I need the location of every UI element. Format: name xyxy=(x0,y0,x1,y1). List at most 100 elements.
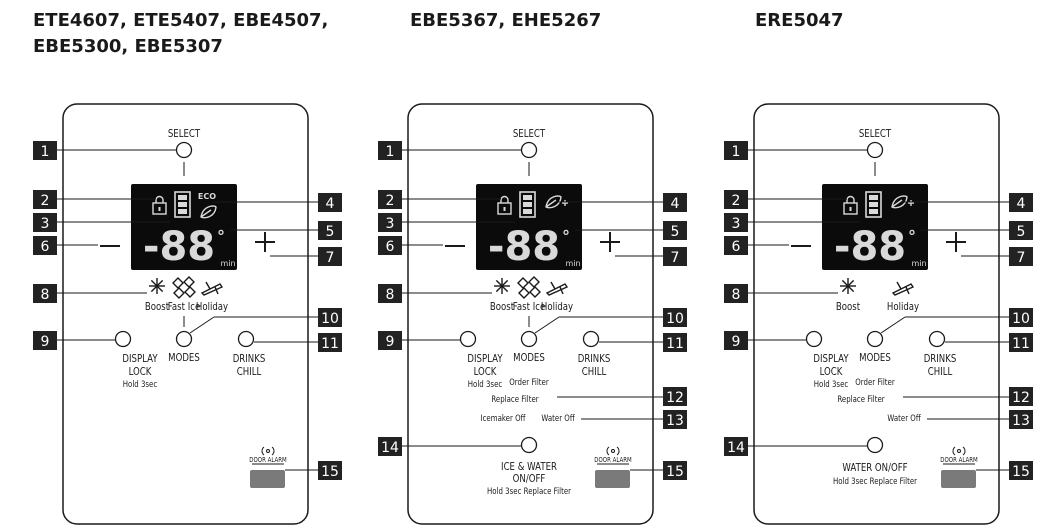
callout-9: 9 xyxy=(378,331,402,350)
callout-8: 8 xyxy=(33,284,57,303)
callout-number: 11 xyxy=(666,336,684,352)
ice-cubes-icon xyxy=(172,276,196,299)
snowflake-icon xyxy=(840,278,856,294)
plus-icon[interactable] xyxy=(946,232,966,252)
callout-number: 7 xyxy=(326,250,335,266)
callout-box xyxy=(724,437,748,456)
callout-box xyxy=(663,387,687,406)
temperature-digits: -88 xyxy=(143,224,215,270)
callout-box xyxy=(663,410,687,429)
leader-10a xyxy=(534,316,560,334)
plus-icon[interactable] xyxy=(600,232,620,252)
minus-icon[interactable] xyxy=(791,245,811,247)
callout-14: 14 xyxy=(378,437,402,456)
callout-number: 2 xyxy=(732,193,741,209)
modes-label: MODES xyxy=(513,352,545,364)
door-alarm-button[interactable] xyxy=(595,470,630,488)
callout-number: 9 xyxy=(41,334,50,350)
display-lock-button[interactable] xyxy=(114,330,132,348)
modes-button[interactable] xyxy=(520,330,538,348)
modes-button[interactable] xyxy=(866,330,884,348)
heading-col1-line2: EBE5300, EBE5307 xyxy=(33,36,223,57)
door-alarm-button[interactable] xyxy=(250,470,285,488)
callout-5: 5 xyxy=(1009,221,1033,240)
callout-number: 7 xyxy=(671,250,680,266)
callout-12: 12 xyxy=(663,387,687,406)
callout-number: 6 xyxy=(732,239,741,255)
callout-box xyxy=(663,333,687,352)
minus-icon[interactable] xyxy=(445,245,465,247)
drinks-chill-label: DRINKS xyxy=(233,353,266,365)
boost-label: Boost xyxy=(490,301,514,313)
lcd-display xyxy=(131,184,237,270)
door-alarm-label: DOOR ALARM xyxy=(249,456,286,464)
callout-box xyxy=(1009,410,1033,429)
callout-5: 5 xyxy=(663,221,687,240)
callout-number: 1 xyxy=(732,144,741,160)
callout-number: 6 xyxy=(386,239,395,255)
holiday-label: Holiday xyxy=(541,301,573,313)
callout-8: 8 xyxy=(378,284,402,303)
callout-number: 10 xyxy=(666,311,684,327)
drinks-chill-button[interactable] xyxy=(237,330,255,348)
leader-10a xyxy=(880,316,906,334)
unit-label: min xyxy=(911,259,926,268)
water-on-off-label: WATER ON/OFF xyxy=(842,462,908,474)
callout-box xyxy=(318,221,342,240)
callout-box xyxy=(33,213,57,232)
drinks-chill-button[interactable] xyxy=(582,330,600,348)
minus-icon[interactable] xyxy=(100,245,120,247)
door-alarm-waves-icon xyxy=(261,446,275,456)
callout-9: 9 xyxy=(33,331,57,350)
callout-box xyxy=(378,437,402,456)
callout-2: 2 xyxy=(724,190,748,209)
fridge-level-icon xyxy=(519,191,536,218)
heading-col3: ERE5047 xyxy=(755,10,844,31)
callout-3: 3 xyxy=(724,213,748,232)
eco-leaf-icon xyxy=(891,195,914,209)
callout-number: 14 xyxy=(381,440,399,456)
display-lock-label: DISPLAY xyxy=(122,353,158,365)
panel-outline xyxy=(62,103,309,525)
display-lock-label: DISPLAY xyxy=(467,353,503,365)
water-on-off-button[interactable] xyxy=(520,436,538,454)
door-alarm-button[interactable] xyxy=(941,470,976,488)
callout-6: 6 xyxy=(33,236,57,255)
plus-icon[interactable] xyxy=(255,232,275,252)
ice-cubes-icon xyxy=(517,276,541,299)
water-on-off-button[interactable] xyxy=(866,436,884,454)
callout-box xyxy=(1009,221,1033,240)
modes-button[interactable] xyxy=(175,330,193,348)
callout-4: 4 xyxy=(318,193,342,212)
unit-label: min xyxy=(565,259,580,268)
snowflake-icon xyxy=(149,278,165,294)
select-button[interactable] xyxy=(866,141,884,159)
select-button[interactable] xyxy=(175,141,193,159)
door-alarm: DOOR ALARM xyxy=(249,446,287,488)
drinks-chill-label: DRINKS xyxy=(924,353,957,365)
callout-11: 11 xyxy=(663,333,687,352)
callout-4: 4 xyxy=(663,193,687,212)
holiday-icon xyxy=(891,281,915,296)
display-lock-button[interactable] xyxy=(805,330,823,348)
callout-number: 15 xyxy=(321,464,339,480)
drinks-chill-button[interactable] xyxy=(928,330,946,348)
eco-leaf-icon: ECO xyxy=(198,192,217,219)
display-lock-button[interactable] xyxy=(459,330,477,348)
callout-number: 3 xyxy=(732,216,741,232)
callout-box xyxy=(724,284,748,303)
callout-box xyxy=(318,333,342,352)
callout-3: 3 xyxy=(33,213,57,232)
callout-number: 14 xyxy=(727,440,745,456)
select-label: SELECT xyxy=(513,128,546,140)
display-lock-label: DISPLAY xyxy=(813,353,849,365)
ice-water-hold-label: Hold 3sec Replace Filter xyxy=(487,486,572,496)
door-alarm-label: DOOR ALARM xyxy=(594,456,631,464)
select-button[interactable] xyxy=(520,141,538,159)
heading-col2: EBE5367, EHE5267 xyxy=(410,10,602,31)
callout-box xyxy=(378,141,402,160)
callout-1: 1 xyxy=(33,141,57,160)
modes-label: MODES xyxy=(859,352,891,364)
callout-number: 9 xyxy=(732,334,741,350)
